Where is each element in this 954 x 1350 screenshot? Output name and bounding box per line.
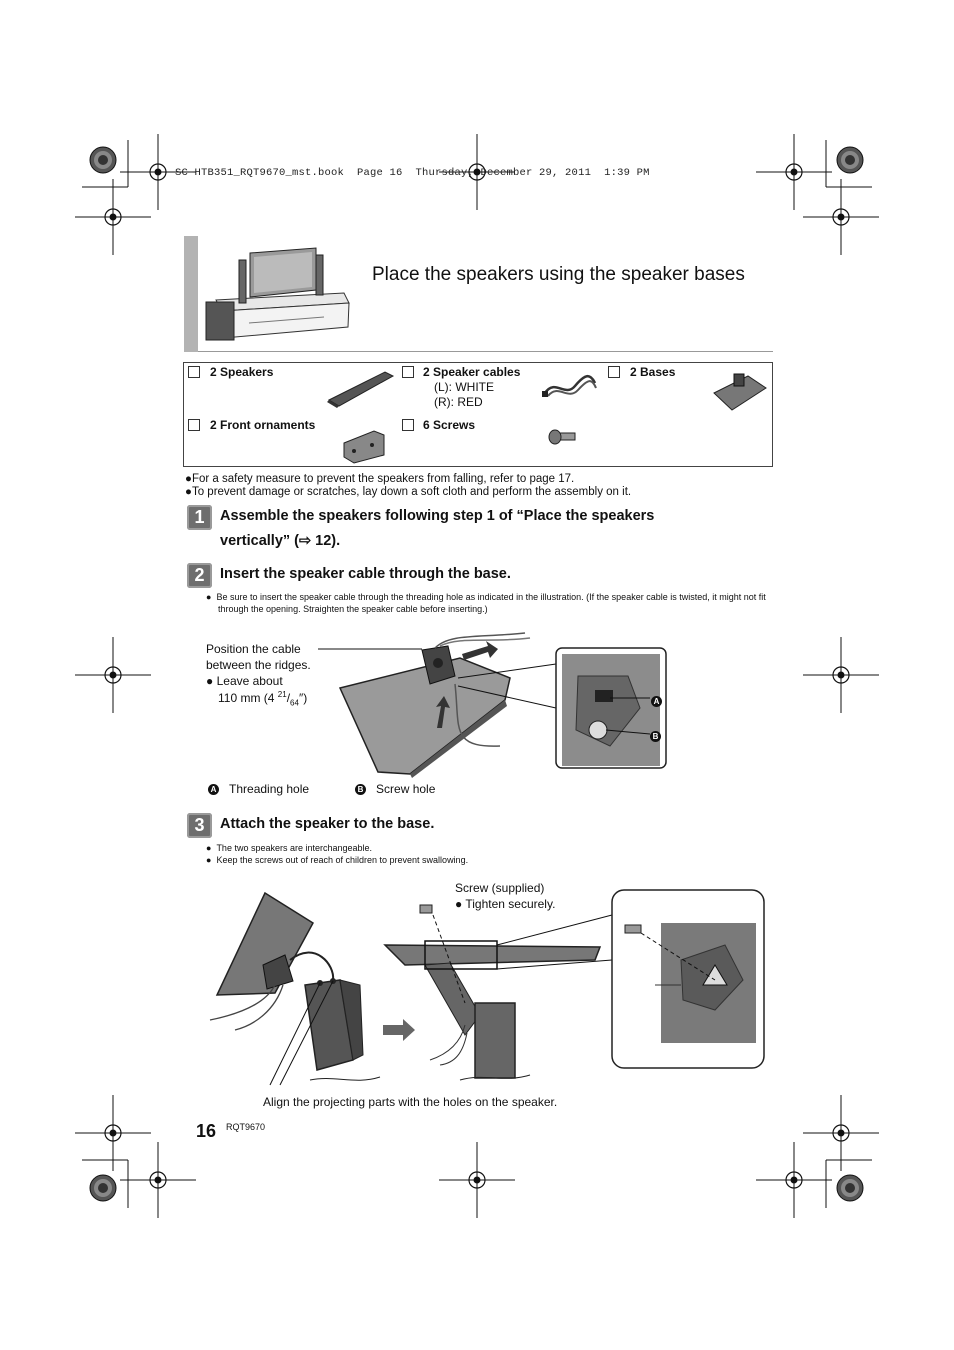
marker-a-icon: A [651, 693, 662, 711]
tighten-securely-label: ● Tighten securely. [455, 897, 556, 911]
hero-divider [198, 351, 773, 352]
leave-length-mm: 110 mm (4 [218, 691, 278, 705]
file-info-header: SC-HTB351_RQT9670_mst.book Page 16 Thurs… [175, 167, 650, 179]
step-3-bullet-1: ● The two speakers are interchangeable. [206, 843, 373, 853]
part-label-speaker-cables: 2 Speaker cables [423, 365, 521, 379]
speaker-illustration [327, 371, 395, 408]
hero-accent-bar [184, 236, 198, 352]
step-3-number: 3 [187, 813, 212, 838]
legend-a-text: Threading hole [229, 782, 310, 796]
part-label-screws: 6 Screws [423, 418, 476, 432]
base-cable-diagram [318, 632, 667, 778]
page-number: 16 [196, 1121, 217, 1141]
legend-b-text: Screw hole [376, 782, 436, 796]
cable-position-callout-1: Position the cable [206, 642, 301, 656]
step-2-bullet-text: Be sure to insert the speaker cable thro… [216, 592, 766, 614]
speaker-cable-white: (L): WHITE [434, 380, 494, 394]
align-caption: Align the projecting parts with the hole… [263, 1095, 558, 1109]
tv-setup-illustration [205, 247, 350, 341]
step-3-title: Attach the speaker to the base. [220, 816, 435, 832]
part-checkbox-bases[interactable] [608, 366, 620, 378]
part-label-bases: 2 Bases [630, 365, 676, 379]
part-label-front-ornaments: 2 Front ornaments [210, 418, 316, 432]
step-2-bullet: ● Be sure to insert the speaker cable th… [206, 592, 766, 614]
page-title: Place the speakers using the speaker bas… [372, 264, 745, 285]
step-2-title: Insert the speaker cable through the bas… [220, 566, 511, 582]
legend-screw-hole: B Screw hole [355, 781, 435, 797]
part-checkbox-front-ornaments[interactable] [188, 419, 200, 431]
speaker-cable-illustration [542, 375, 597, 397]
leave-length-text: Leave about [216, 674, 283, 688]
note-cloth: ●To prevent damage or scratches, lay dow… [185, 486, 632, 498]
screw-supplied-label: Screw (supplied) [455, 881, 545, 895]
front-ornament-illustration [343, 430, 385, 464]
marker-b-label: B [650, 731, 661, 743]
step-3-bullet-1-text: The two speakers are interchangeable. [216, 843, 373, 853]
note-safety: ●For a safety measure to prevent the spe… [185, 473, 575, 485]
leave-inch-mark: ″) [298, 691, 308, 705]
leave-fraction-slash: / [286, 691, 291, 705]
step-1-title-line2: vertically” (⇨ 12). [220, 533, 341, 549]
step-1-number: 1 [187, 505, 212, 530]
speaker-attachment-diagram [209, 889, 765, 1086]
part-checkbox-speaker-cables[interactable] [402, 366, 414, 378]
part-checkbox-speakers[interactable] [188, 366, 200, 378]
base-illustration [713, 373, 767, 411]
legend-a-icon: A [208, 784, 219, 796]
step-1-title-line1: Assemble the speakers following step 1 o… [220, 508, 655, 524]
legend-threading-hole: A Threading hole [208, 781, 309, 797]
part-label-speakers: 2 Speakers [210, 365, 274, 379]
step-2-number: 2 [187, 563, 212, 588]
step-3-bullet-2: ● Keep the screws out of reach of childr… [206, 855, 469, 865]
leave-length-line1: ● Leave about [206, 674, 283, 688]
supplied-parts-box [183, 362, 773, 467]
leave-fraction-numerator: 21 [277, 690, 287, 699]
marker-b-icon: B [650, 728, 661, 746]
step-3-bullet-2-text: Keep the screws out of reach of children… [216, 855, 469, 865]
cable-position-callout-2: between the ridges. [206, 658, 311, 672]
leave-fraction-denominator: 64 [290, 698, 299, 708]
note-safety-text: For a safety measure to prevent the spea… [191, 473, 575, 485]
model-code: RQT9670 [226, 1122, 266, 1132]
tighten-securely-text: Tighten securely. [465, 897, 556, 911]
speaker-cable-red: (R): RED [434, 395, 483, 409]
leave-length-line2: 110 mm (4 21/64″) [218, 687, 307, 711]
note-cloth-text: To prevent damage or scratches, lay down… [191, 486, 632, 498]
part-checkbox-screws[interactable] [402, 419, 414, 431]
screw-illustration [548, 429, 576, 445]
legend-b-icon: B [355, 784, 366, 796]
marker-a-label: A [651, 696, 662, 708]
